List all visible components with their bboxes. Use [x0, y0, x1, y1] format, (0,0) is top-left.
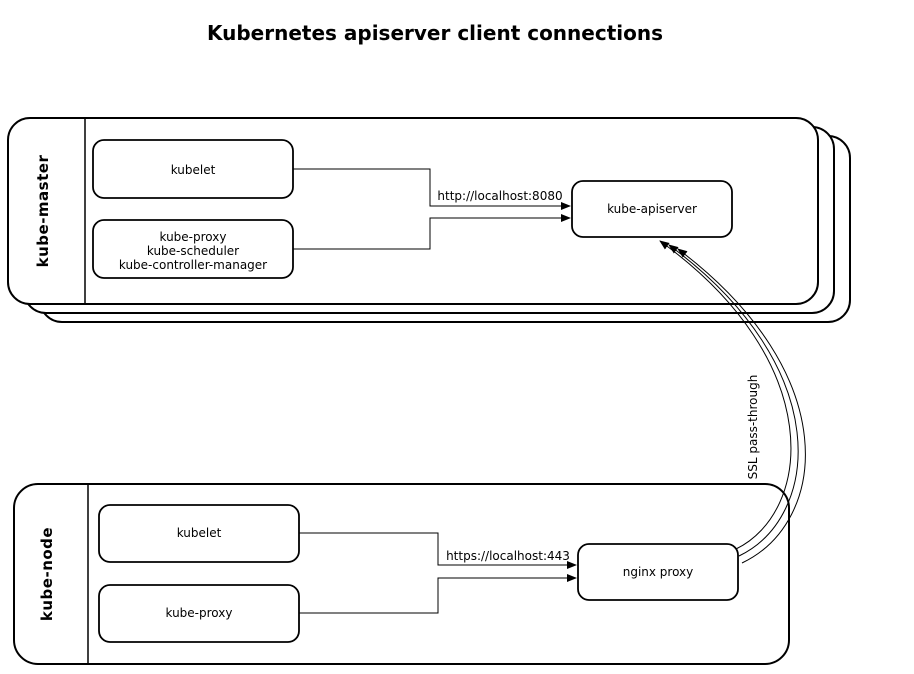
kube-node-group: kube-node kubelet kube-proxy nginx proxy	[13, 483, 790, 665]
ssl-curve-2	[668, 244, 799, 557]
kube-proxy-label-node: kube-proxy	[166, 606, 233, 620]
kubelet-to-nginx-line	[299, 532, 577, 569]
ssl-curve-1	[659, 240, 792, 550]
ssl-passthrough-connections	[659, 240, 806, 564]
kube-master-group: kube-master kubelet kube-proxy kube-sche…	[7, 117, 851, 323]
kubelet-label-node: kubelet	[177, 526, 222, 540]
http-connection-label: http://localhost:8080	[437, 189, 562, 203]
kube-apiserver-label: kube-apiserver	[607, 202, 697, 216]
ssl-curve-3	[677, 248, 806, 564]
diagram-title: Kubernetes apiserver client connections	[207, 21, 663, 45]
proxy-to-nginx-line	[299, 574, 577, 614]
kubelet-label-master: kubelet	[171, 163, 216, 177]
nginx-proxy-box	[577, 543, 739, 601]
https-connection-label: https://localhost:443	[446, 549, 570, 563]
kube-node-label: kube-node	[38, 527, 56, 621]
kubelet-to-apiserver-line	[293, 168, 571, 210]
kube-services-line1: kube-proxy	[160, 230, 227, 244]
node-connections	[299, 532, 577, 614]
kube-apiserver-box	[571, 180, 733, 238]
kube-services-line2: kube-scheduler	[147, 244, 239, 258]
nginx-proxy-label: nginx proxy	[623, 565, 694, 579]
kube-master-label: kube-master	[34, 155, 52, 268]
services-to-apiserver-line	[293, 214, 571, 250]
kube-services-line3: kube-controller-manager	[119, 258, 267, 272]
master-connections	[293, 168, 571, 250]
ssl-passthrough-label: SSL pass-through	[746, 375, 760, 480]
